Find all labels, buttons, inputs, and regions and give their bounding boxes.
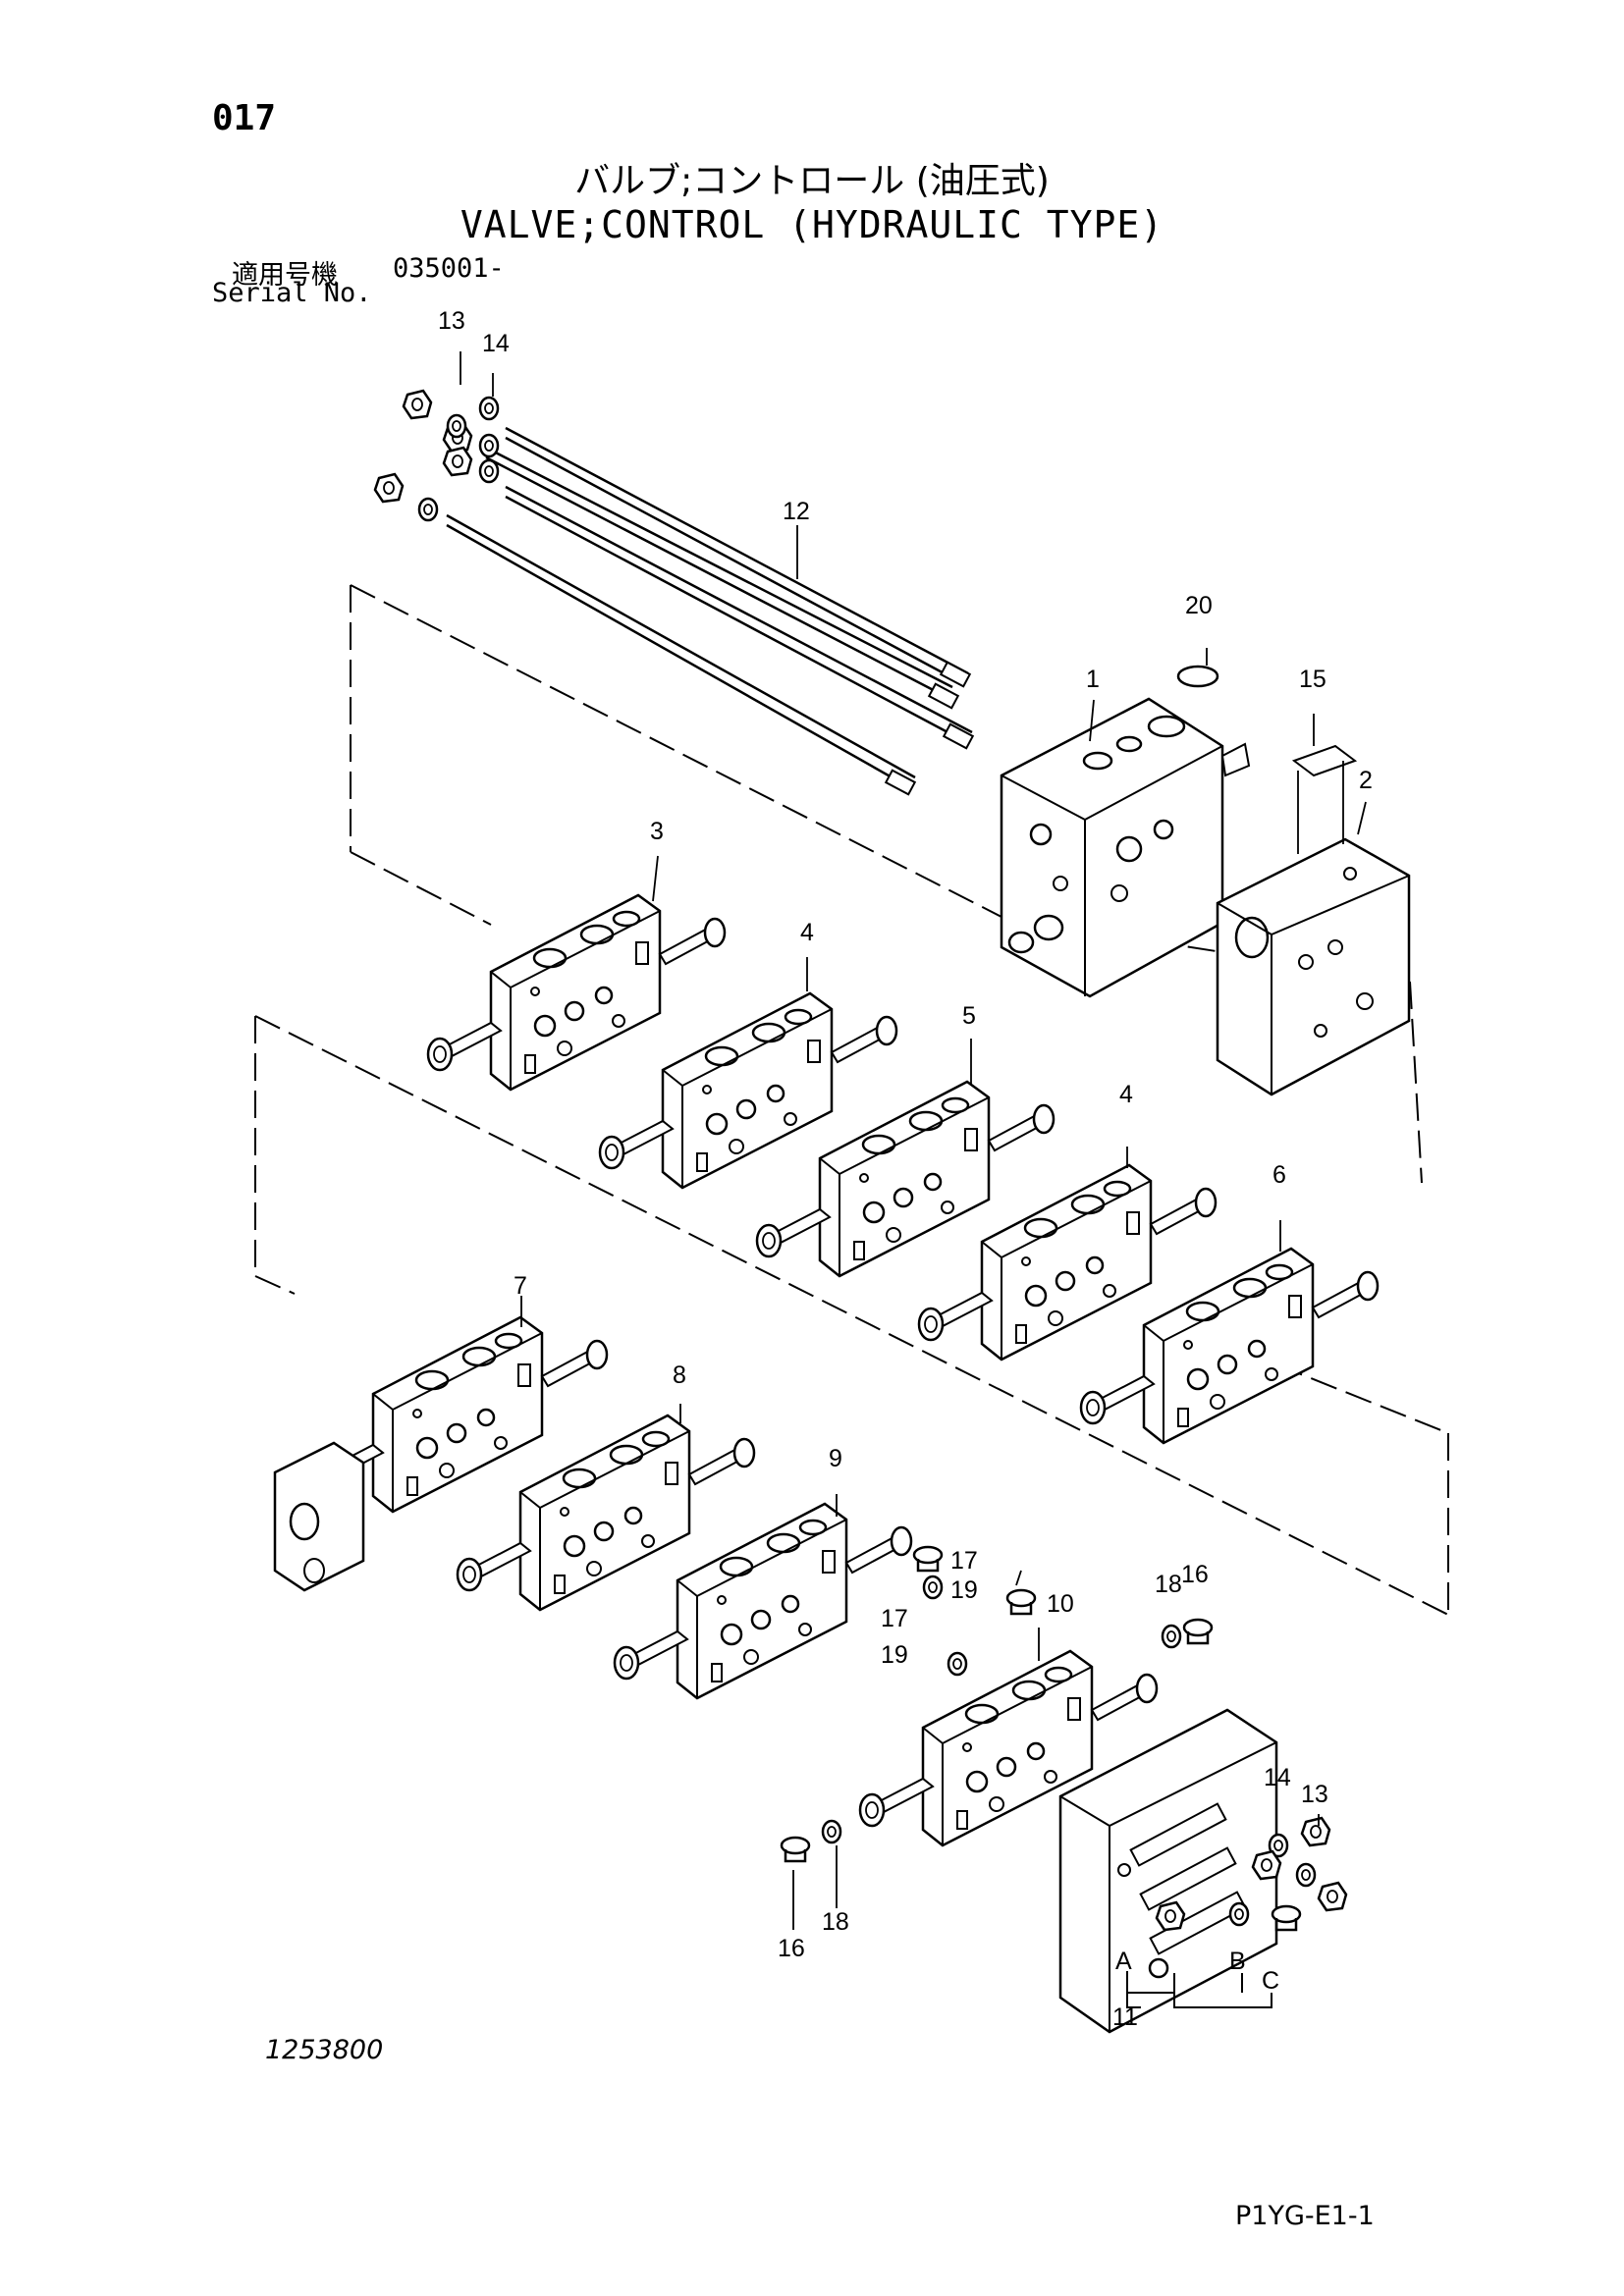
drawing-code: 1253800 [265, 2035, 384, 2065]
serial-value: 035001- [393, 253, 505, 284]
port-label-b: B [1229, 1948, 1246, 1975]
callout-16-right: 16 [1181, 1561, 1209, 1588]
callout-1: 1 [1086, 666, 1100, 693]
callout-14-bottom: 14 [1264, 1764, 1291, 1791]
callout-17-left: 17 [881, 1605, 908, 1632]
callout-13-bottom: 13 [1301, 1781, 1328, 1808]
callout-19-left: 19 [881, 1641, 908, 1669]
title-japanese: バルブ;コントロール (油圧式) [574, 161, 1050, 201]
callout-12: 12 [783, 498, 810, 525]
callout-15: 15 [1299, 666, 1326, 693]
serial-label-english: Serial No. [212, 278, 372, 308]
page-code: P1YG-E1-1 [1235, 2201, 1375, 2231]
callout-18-right: 18 [1155, 1571, 1182, 1598]
port-label-c: C [1262, 1967, 1279, 1995]
page-number: 017 [212, 98, 277, 138]
serial-label-japanese: 適用号機 [232, 260, 338, 291]
callout-18-bottom: 18 [822, 1908, 849, 1936]
port-label-a: A [1115, 1948, 1132, 1975]
callout-10: 10 [1047, 1590, 1074, 1618]
callout-8: 8 [673, 1362, 686, 1389]
callout-11: 11 [1112, 2003, 1138, 2031]
callout-4-first: 4 [800, 919, 814, 946]
callout-17-top: 17 [950, 1547, 978, 1575]
callout-20: 20 [1185, 592, 1213, 619]
callout-2: 2 [1359, 767, 1373, 794]
callout-14-top: 14 [482, 330, 510, 357]
callout-6: 6 [1272, 1161, 1286, 1189]
callout-7: 7 [514, 1272, 527, 1300]
callout-5: 5 [962, 1002, 976, 1030]
title-english: VALVE;CONTROL (HYDRAULIC TYPE) [460, 203, 1164, 246]
callout-19-top: 19 [950, 1576, 978, 1604]
callout-13-top: 13 [438, 307, 465, 335]
callout-3: 3 [650, 818, 664, 845]
callout-9: 9 [829, 1445, 842, 1472]
callout-16-bottom: 16 [778, 1935, 805, 1962]
callout-4-second: 4 [1119, 1081, 1133, 1108]
